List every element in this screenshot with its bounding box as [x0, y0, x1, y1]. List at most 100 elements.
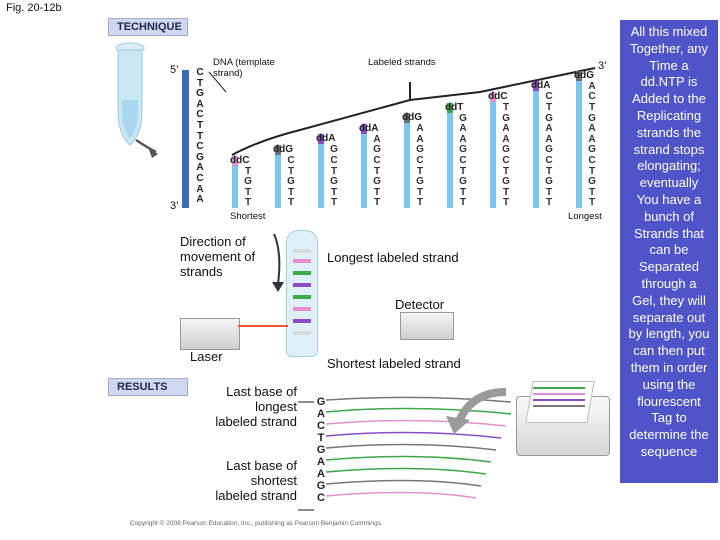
- labeled-strand: [318, 134, 324, 208]
- strand-base: G: [287, 176, 295, 188]
- direction-label: Direction of movement of strands: [180, 234, 256, 279]
- longest-label: Longest: [568, 211, 602, 222]
- template-base: A: [196, 162, 204, 174]
- last-base-longest-label: Last base of longest labeled strand: [215, 384, 297, 429]
- strand-base: A: [416, 123, 424, 135]
- result-base: A: [317, 456, 325, 468]
- strand-base: T: [502, 165, 510, 177]
- curved-arrow-icon: [446, 388, 507, 434]
- strand-base: T: [459, 197, 467, 209]
- strand-base: T: [416, 186, 424, 198]
- note-line: Separated: [639, 259, 699, 275]
- three-prime-top-label: 3’: [598, 60, 607, 72]
- result-base: T: [317, 432, 325, 444]
- note-line: flourescent: [637, 393, 701, 409]
- laser-label: Laser: [190, 349, 223, 364]
- five-prime-label: 5’: [170, 64, 179, 76]
- strand-base: A: [416, 133, 424, 145]
- figure-label: Fig. 20-12b: [6, 2, 62, 14]
- note-line: All this mixed: [630, 24, 708, 39]
- strand-base: A: [545, 123, 553, 135]
- strand-base: G: [330, 176, 338, 188]
- template-base: G: [196, 88, 204, 100]
- note-line: can be: [649, 242, 689, 258]
- template-base: T: [196, 77, 204, 89]
- template-base: T: [196, 130, 204, 142]
- strand-base: A: [502, 133, 510, 145]
- note-line: bunch of: [644, 208, 694, 224]
- strand-base: A: [459, 123, 467, 135]
- strand-base: C: [502, 155, 510, 166]
- result-base: C: [317, 492, 325, 504]
- note-line: sequence: [640, 443, 698, 459]
- strand-base: G: [330, 144, 338, 156]
- note-line: them in order: [630, 359, 708, 375]
- strand-base: T: [588, 165, 596, 177]
- labeled-strand: [275, 145, 281, 208]
- strand-base: G: [459, 176, 467, 188]
- note-line: strand stops: [633, 141, 705, 157]
- labeled-strands-label: Labeled strands: [368, 57, 436, 68]
- strand-base: C: [287, 155, 295, 166]
- strand-base: C: [588, 155, 596, 166]
- gel-capillary: [286, 230, 318, 357]
- labeled-strand: [490, 92, 496, 208]
- copyright-text: Copyright © 2008 Pearson Education, Inc.…: [130, 520, 383, 527]
- strand-base: C: [588, 91, 596, 103]
- dd-nucleotide-label: ddG: [574, 69, 594, 81]
- bracket-lines: [208, 67, 596, 156]
- dd-nucleotide-label: ddA: [316, 133, 336, 145]
- template-base: T: [196, 120, 204, 131]
- strand-base: A: [459, 133, 467, 145]
- dd-nucleotide-label: ddA: [359, 122, 379, 134]
- detector-device: [400, 312, 454, 340]
- note-line: dd.NTP is: [640, 74, 698, 90]
- strand-base: C: [330, 155, 338, 166]
- note-line: separate out: [632, 309, 706, 325]
- dd-nucleotide-label: ddG: [402, 112, 422, 124]
- result-base: G: [316, 396, 326, 408]
- strand-base: T: [459, 186, 467, 198]
- labeled-strand: [447, 102, 453, 208]
- note-line: by length, you: [628, 326, 710, 342]
- strand-base: T: [373, 186, 381, 198]
- labeled-strand: [404, 113, 410, 208]
- template-base: C: [196, 109, 204, 121]
- template-label: DNA (template strand): [213, 57, 275, 79]
- strand-base: G: [588, 112, 596, 124]
- strand-base: C: [545, 91, 553, 103]
- strand-base: T: [545, 197, 553, 209]
- longest-strand-label: Longest labeled strand: [327, 250, 459, 265]
- strand-base: A: [502, 123, 510, 135]
- strand-base: G: [588, 176, 596, 188]
- note-line: Time a: [649, 57, 689, 73]
- strand-base: C: [416, 155, 424, 166]
- strand-base: G: [459, 144, 467, 156]
- dd-nucleotide-label: ddA: [531, 80, 551, 92]
- strand-base: T: [502, 197, 510, 209]
- strand-base: G: [502, 176, 510, 188]
- result-base: A: [317, 468, 325, 480]
- note-line: strands the: [636, 124, 702, 140]
- note-line: Strands that: [633, 225, 705, 241]
- strand-base: T: [502, 102, 510, 113]
- note-line: determine the: [629, 427, 709, 443]
- strand-base: T: [330, 165, 338, 177]
- strand-base: A: [588, 80, 596, 92]
- template-base: G: [196, 151, 204, 163]
- strand-base: C: [459, 155, 467, 166]
- note-line: through a: [641, 275, 697, 291]
- strand-base: G: [588, 144, 596, 156]
- template-base: A: [196, 98, 204, 110]
- strand-base: T: [545, 165, 553, 177]
- strand-base: T: [330, 186, 338, 198]
- note-line: using the: [642, 376, 696, 392]
- result-base: G: [316, 444, 326, 456]
- strand-base: G: [502, 112, 510, 124]
- strand-base: G: [373, 144, 381, 156]
- note-line: can then put: [633, 343, 705, 359]
- results-pointer-lines: [298, 401, 314, 511]
- test-tube-icon: [115, 42, 158, 158]
- strand-base: T: [545, 186, 553, 198]
